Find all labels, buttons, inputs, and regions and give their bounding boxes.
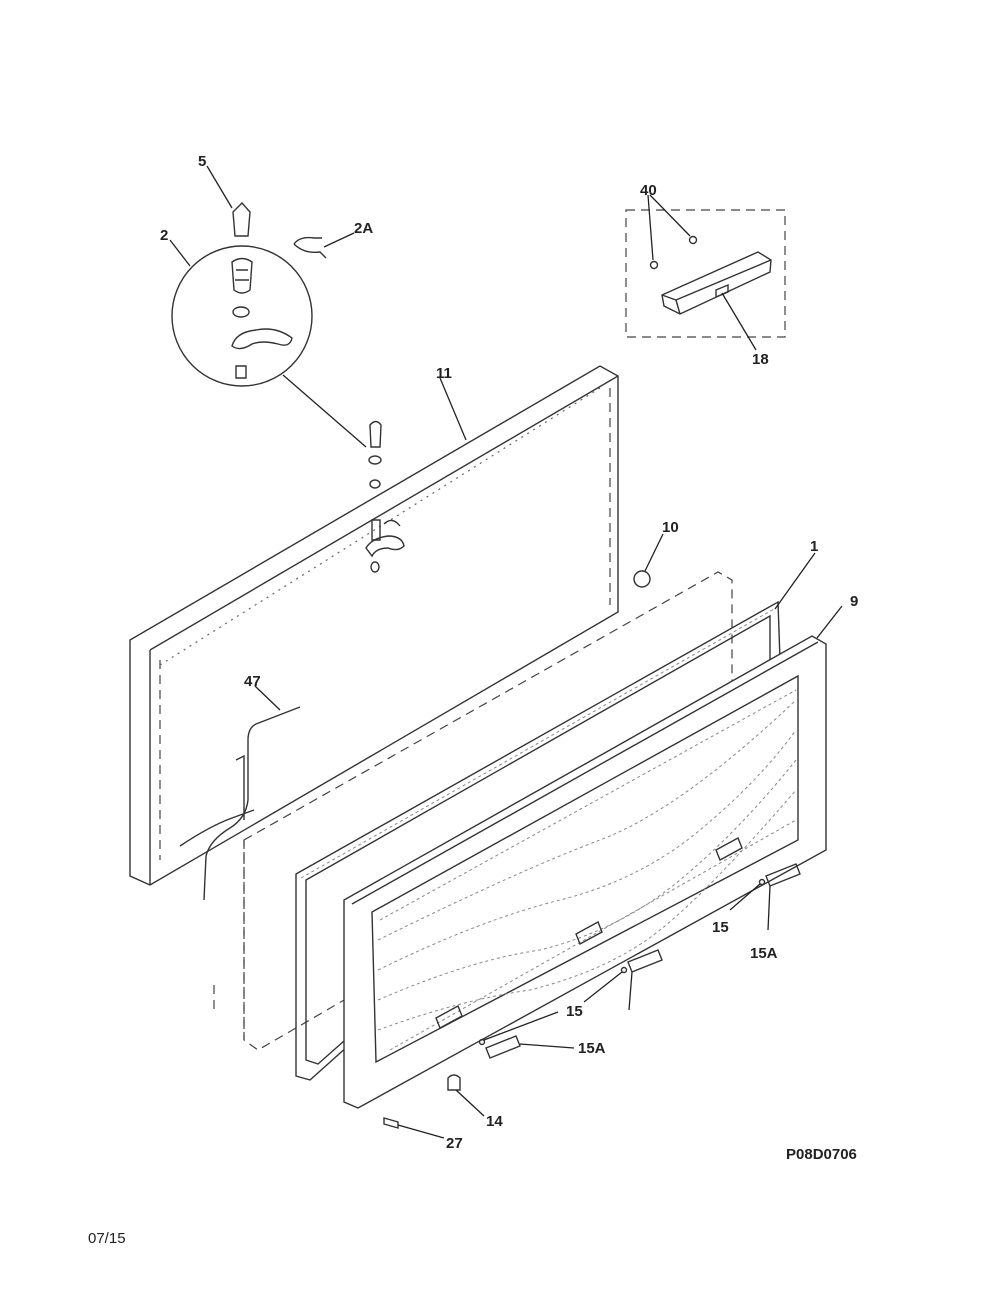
label-part-27: 27 [446,1135,463,1152]
parts-15-15a-middle [583,949,663,1011]
label-part-15-right: 15 [712,919,729,936]
part-14-screw [447,1074,485,1117]
part-27-screw [383,1117,445,1139]
label-part-15-middle: 15 [566,1003,583,1020]
drawing-code: P08D0706 [786,1146,857,1163]
label-part-2a: 2A [354,220,373,237]
label-part-10: 10 [662,519,679,536]
parts-15-15a-right [729,863,801,931]
label-part-15a-middle: 15A [578,1040,606,1057]
inner-door-liner [343,605,843,1109]
label-part-14: 14 [486,1113,503,1130]
hinge-detail-circle [171,245,313,387]
outer-door-panel [129,365,619,886]
part-5-hinge-cap [206,165,251,237]
label-part-47: 47 [244,673,261,690]
label-part-15a-right: 15A [750,945,778,962]
parts-15-15a-lower [478,1011,575,1059]
part-2a-clip [293,232,355,259]
label-part-5: 5 [198,153,206,170]
label-part-1: 1 [810,538,818,555]
part-47-wire [179,685,301,1015]
label-part-18: 18 [752,351,769,368]
label-part-9: 9 [850,593,858,610]
label-part-2: 2 [160,227,168,244]
label-part-11: 11 [436,365,452,382]
revision-date: 07/15 [88,1230,126,1247]
handle-inset-box [625,194,786,351]
part-10-plug [633,533,664,588]
label-part-40: 40 [640,182,657,199]
